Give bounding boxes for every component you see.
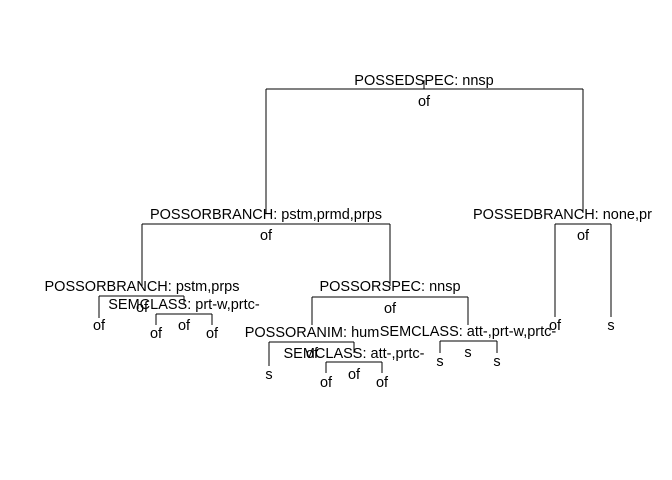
node-class-n11: s bbox=[464, 345, 471, 361]
leaf-label: s bbox=[607, 318, 614, 334]
split-label-n2: POSSORBRANCH: pstm,prmd,prps bbox=[150, 207, 382, 223]
node-class-root: of bbox=[418, 94, 431, 110]
split-label-n5: POSSORSPEC: nnsp bbox=[319, 279, 460, 295]
split-label-n4: POSSORBRANCH: pstm,prps bbox=[45, 279, 240, 295]
node-class-n10: of bbox=[306, 346, 319, 362]
split-label-n8: SEMCLASS: prt-w,prtc- bbox=[108, 297, 260, 313]
split-label-n21: SEMCLASS: att-,prtc- bbox=[283, 346, 424, 362]
leaf-label: of bbox=[376, 375, 389, 391]
leaf-label: of bbox=[320, 375, 333, 391]
leaf-label: s bbox=[493, 354, 500, 370]
leaf-label: of bbox=[150, 326, 163, 342]
node-class-n4: of bbox=[136, 300, 149, 316]
split-label-n11: SEMCLASS: att-,prt-w,prtc- bbox=[380, 324, 557, 340]
node-class-n3: of bbox=[577, 228, 590, 244]
node-class-n2: of bbox=[260, 228, 273, 244]
split-label-n10: POSSORANIM: hum bbox=[245, 325, 380, 341]
tree-text: POSSEDSPEC: nnsp POSSORBRANCH: pstm,prmd… bbox=[45, 73, 653, 391]
split-label-root: POSSEDSPEC: nnsp bbox=[354, 73, 493, 89]
node-class-n8: of bbox=[178, 318, 191, 334]
leaf-label: of bbox=[93, 318, 106, 334]
node-class-n21: of bbox=[348, 367, 361, 383]
split-label-n3: POSSEDBRANCH: none,pr bbox=[473, 207, 652, 223]
tree-edges bbox=[98, 80, 612, 373]
leaf-label: s bbox=[436, 354, 443, 370]
leaf-label: s bbox=[265, 367, 272, 383]
leaf-label: of bbox=[549, 318, 562, 334]
leaf-label: of bbox=[206, 326, 219, 342]
node-class-n5: of bbox=[384, 301, 397, 317]
